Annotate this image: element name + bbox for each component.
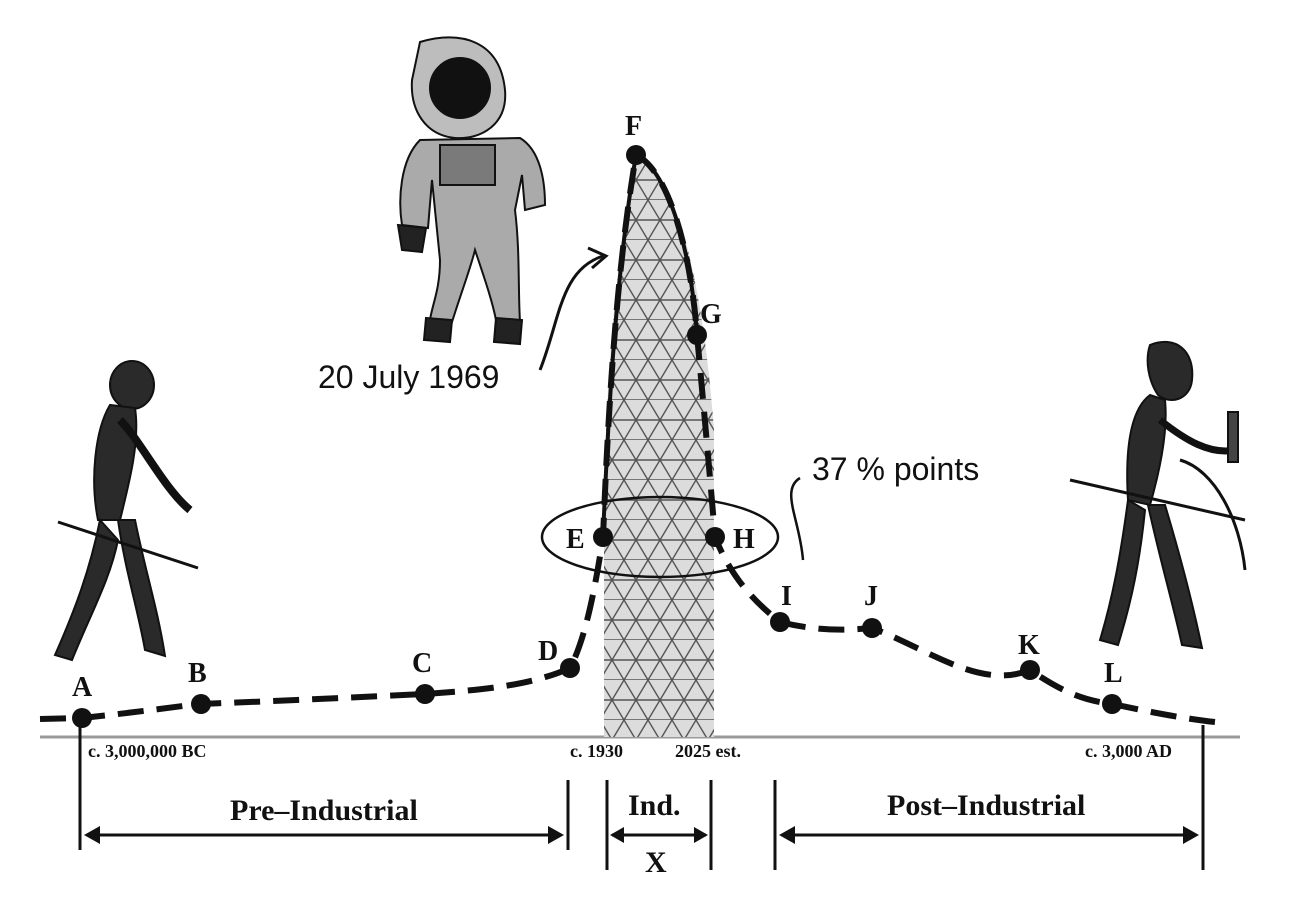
point-g-marker <box>687 325 707 345</box>
point-f-marker <box>626 145 646 165</box>
point-e-marker <box>593 527 613 547</box>
moon-landing-label: 20 July 1969 <box>318 359 499 395</box>
point-k-marker <box>1020 660 1040 680</box>
point-a-marker <box>72 708 92 728</box>
point-markers <box>72 145 1122 728</box>
date-start-label: c. 3,000,000 BC <box>88 741 207 761</box>
percent-points-label: 37 % points <box>812 451 979 487</box>
point-c-label: C <box>412 648 432 679</box>
date-end-label: c. 3,000 AD <box>1085 741 1172 761</box>
era-brackets <box>78 725 1205 870</box>
early-human-figure <box>53 360 199 662</box>
population-curve <box>39 150 1226 726</box>
point-labels: A B C D E F G H I J K L <box>72 111 1123 703</box>
astronaut-figure <box>396 36 547 346</box>
point-d-marker <box>560 658 580 678</box>
point-j-label: J <box>864 581 878 612</box>
point-d-label: D <box>538 636 558 667</box>
industrial-band <box>604 155 714 737</box>
moon-landing-arrow <box>538 254 604 371</box>
point-b-marker <box>191 694 211 714</box>
x-label: X <box>645 846 667 879</box>
point-g-label: G <box>700 299 722 330</box>
pre-industrial-label: Pre–Industrial <box>230 794 418 827</box>
point-l-label: L <box>1104 658 1123 689</box>
percent-leader-line <box>790 476 805 561</box>
post-industrial-label: Post–Industrial <box>887 789 1085 822</box>
point-h-marker <box>705 527 725 547</box>
point-k-label: K <box>1018 630 1040 661</box>
point-h-label: H <box>733 524 755 555</box>
thirty-seven-percent-ellipse <box>540 495 780 579</box>
date-ind-start-label: c. 1930 <box>570 741 623 761</box>
industrial-label: Ind. <box>628 789 681 822</box>
point-f-label: F <box>625 111 642 142</box>
point-e-label: E <box>566 524 585 555</box>
point-a-label: A <box>72 672 93 703</box>
point-c-marker <box>415 684 435 704</box>
point-j-marker <box>862 618 882 638</box>
date-ind-end-label: 2025 est. <box>675 741 741 761</box>
future-human-figure <box>1069 340 1247 650</box>
point-l-marker <box>1102 694 1122 714</box>
point-b-label: B <box>188 658 207 689</box>
point-i-label: I <box>781 581 792 612</box>
point-i-marker <box>770 612 790 632</box>
